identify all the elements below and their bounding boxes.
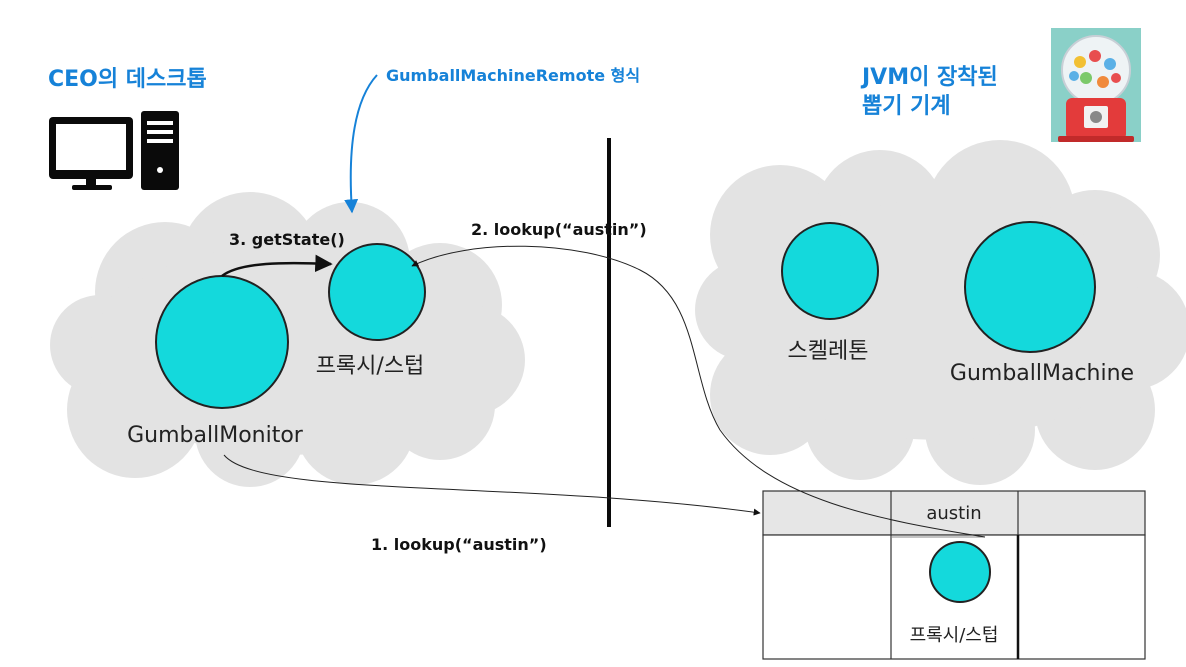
remote-type-note: GumballMachineRemote 형식	[386, 66, 640, 85]
gumball-monitor-node	[155, 275, 289, 409]
skeleton-label: 스켈레톤	[788, 339, 869, 364]
jvm-machine-title-line1: JVM이 장착된	[860, 65, 998, 90]
get-state-arrow	[221, 254, 333, 278]
lookup-1-label: 1. lookup(“austin”)	[371, 535, 547, 554]
proxy-stub-node	[328, 243, 426, 341]
right-cloud	[695, 140, 1186, 485]
proxy-stub-label: 프록시/스텁	[316, 354, 425, 379]
gumball-machine-icon	[1051, 28, 1141, 142]
lookup-request-arrow	[223, 454, 761, 516]
desktop-computer-icon	[49, 111, 179, 190]
registry-proxy-node	[929, 541, 991, 603]
remote-type-arrow	[344, 74, 378, 214]
get-state-label: 3. getState()	[229, 230, 345, 249]
skeleton-node	[781, 222, 879, 320]
jvm-machine-title-line2: 뽑기 기계	[862, 94, 951, 119]
lookup-2-label: 2. lookup(“austin”)	[471, 220, 647, 239]
registry-proxy-label: 프록시/스텁	[910, 625, 999, 646]
gumball-machine-label: GumballMachine	[950, 361, 1134, 386]
gumball-monitor-label: GumballMonitor	[127, 423, 304, 448]
lookup-return-arrow	[411, 245, 986, 538]
ceo-desktop-title: CEO의 데스크톱	[48, 67, 207, 92]
gumball-machine-node	[964, 221, 1096, 353]
registry-austin-cell: austin	[926, 503, 981, 524]
